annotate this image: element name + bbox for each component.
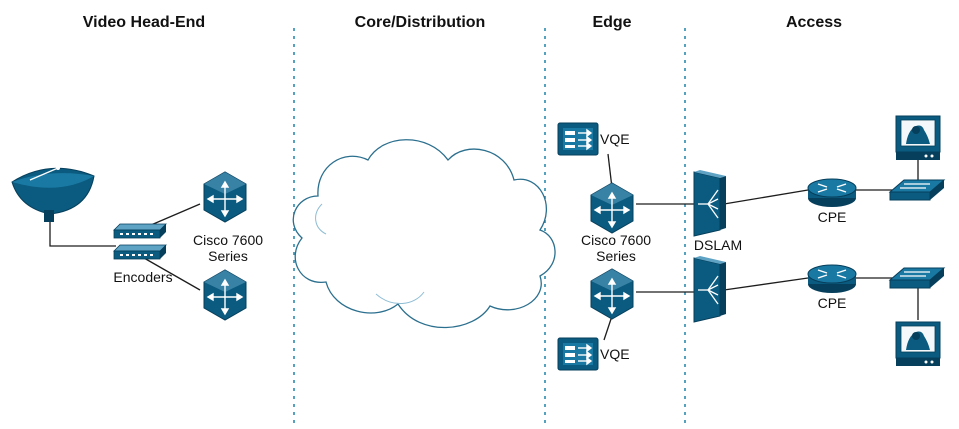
tv-monitor-icon <box>895 321 941 367</box>
dslam-icon <box>693 255 727 323</box>
cpe-router-icon <box>807 178 857 208</box>
satellite-dish-icon <box>11 166 95 222</box>
label-vqe-bottom: VQE <box>600 346 630 362</box>
cisco-7600-router-icon <box>203 171 247 223</box>
label-head-end-router-line1: Cisco 7600 <box>193 232 263 248</box>
label-encoders: Encoders <box>113 269 172 285</box>
encoder-device-icon <box>113 244 167 260</box>
label-head-end-router-line2: Series <box>208 248 248 264</box>
cisco-7600-router-icon <box>590 182 634 234</box>
header-video-head-end: Video Head-End <box>83 14 205 31</box>
label-dslam: DSLAM <box>694 237 742 253</box>
label-cpe-bottom: CPE <box>818 295 847 311</box>
header-edge: Edge <box>592 14 631 31</box>
header-core-distribution: Core/Distribution <box>355 14 486 31</box>
label-edge-router-line2: Series <box>596 248 636 264</box>
tv-monitor-icon <box>895 115 941 161</box>
cpe-router-icon <box>807 264 857 294</box>
label-cpe-top: CPE <box>818 209 847 225</box>
set-top-box-icon <box>889 179 945 201</box>
dslam-icon <box>693 169 727 237</box>
label-edge-router-line1: Cisco 7600 <box>581 232 651 248</box>
vqe-server-icon <box>557 337 599 371</box>
cisco-7600-router-icon <box>203 269 247 321</box>
cisco-7600-router-icon <box>590 268 634 320</box>
header-access: Access <box>786 14 842 31</box>
encoder-device-icon <box>113 223 167 239</box>
set-top-box-icon <box>889 267 945 289</box>
vqe-server-icon <box>557 122 599 156</box>
core-cloud <box>292 139 556 329</box>
label-vqe-top: VQE <box>600 131 630 147</box>
